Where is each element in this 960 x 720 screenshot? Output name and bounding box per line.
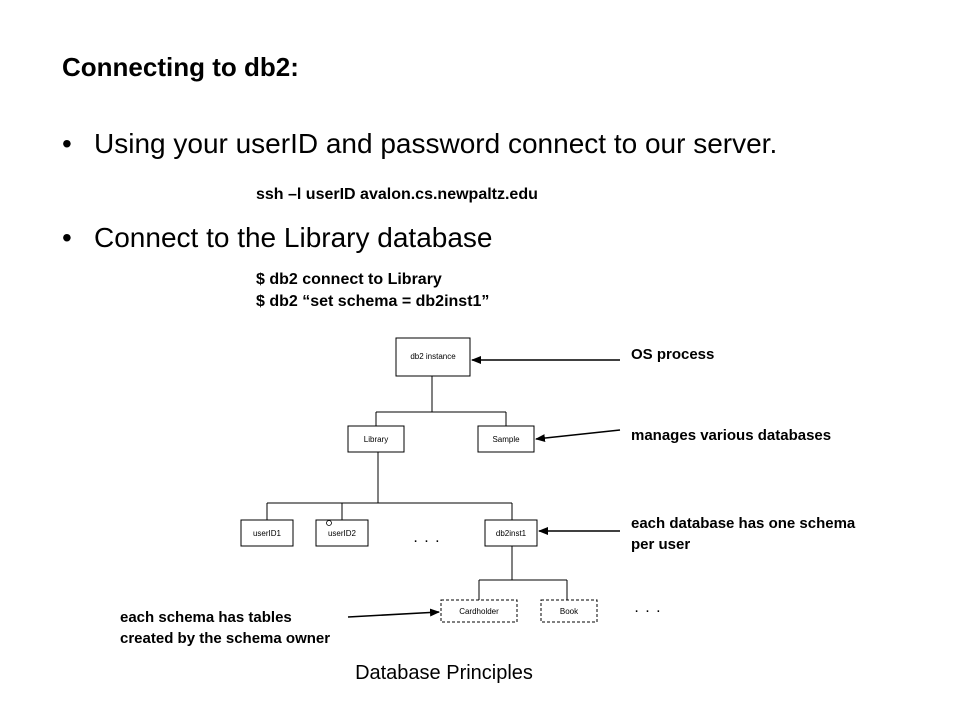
node-label: Library bbox=[364, 435, 388, 444]
node-label: userID1 bbox=[253, 529, 282, 538]
node-db2inst1: db2inst1 bbox=[484, 519, 538, 547]
annotation-schema: each database has one schema per user bbox=[631, 513, 855, 555]
slide-footer: Database Principles bbox=[355, 662, 533, 684]
bullet-connect-library: • Connect to the Library database bbox=[62, 222, 492, 254]
tables-ellipsis: . . . bbox=[634, 599, 661, 616]
annotation-schema-line2: per user bbox=[631, 536, 691, 553]
arrow-tables bbox=[347, 608, 440, 618]
node-cardholder: Cardholder bbox=[440, 599, 518, 623]
annotation-manages: manages various databases bbox=[631, 427, 832, 444]
annotation-schema-line1: each database has one schema bbox=[631, 515, 856, 532]
annotation-tables: each schema has tables created by the sc… bbox=[120, 607, 330, 649]
annotation-tables-line2: created by the schema owner bbox=[120, 630, 331, 647]
bullet-text: Connect to the Library database bbox=[94, 222, 493, 253]
annotation-tables-line1: each schema has tables bbox=[120, 609, 292, 626]
node-label: userID2 bbox=[328, 529, 357, 538]
node-label: Sample bbox=[492, 435, 520, 444]
node-userid2: userID2 bbox=[315, 519, 369, 547]
node-library: Library bbox=[347, 425, 405, 453]
node-label: Cardholder bbox=[459, 607, 499, 616]
node-sample: Sample bbox=[477, 425, 535, 453]
tree-connectors bbox=[266, 376, 568, 600]
arrow-manages bbox=[535, 429, 621, 443]
set-schema-command: $ db2 “set schema = db2inst1” bbox=[256, 293, 490, 310]
node-book: Book bbox=[540, 599, 598, 623]
bullet-marker: • bbox=[62, 222, 72, 253]
ssh-command: ssh –l userID avalon.cs.newpaltz.edu bbox=[256, 186, 538, 203]
annotation-os-process: OS process bbox=[631, 346, 715, 363]
node-label: db2inst1 bbox=[496, 529, 527, 538]
slide-title: Connecting to db2: bbox=[62, 52, 299, 82]
db2-commands: $ db2 connect to Library $ db2 “set sche… bbox=[256, 269, 489, 313]
node-userid1: userID1 bbox=[240, 519, 294, 547]
connect-command: $ db2 connect to Library bbox=[256, 271, 442, 288]
node-label: Book bbox=[560, 607, 579, 616]
node-db2-instance: db2 instance bbox=[395, 337, 471, 377]
node-marker-circle bbox=[326, 520, 332, 526]
schemas-ellipsis: . . . bbox=[413, 529, 440, 546]
bullet-marker: • bbox=[62, 128, 72, 159]
node-label: db2 instance bbox=[410, 352, 456, 361]
bullet-text: Using your userID and password connect t… bbox=[94, 128, 778, 159]
bullet-connect-server: • Using your userID and password connect … bbox=[62, 128, 777, 160]
